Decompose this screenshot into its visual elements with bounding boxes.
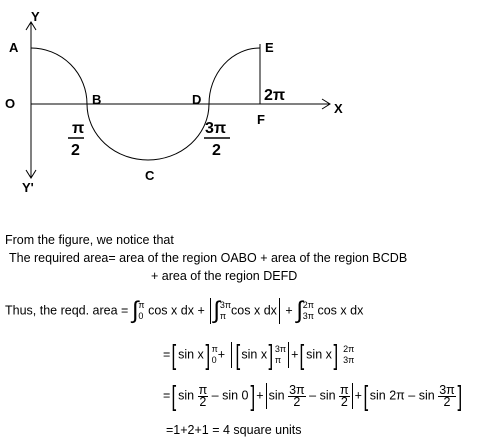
integrand-1: cos x dx	[148, 303, 194, 318]
sinx-3: sin x	[306, 347, 332, 362]
bracket-open-2: [	[235, 339, 240, 370]
plus-3: +	[217, 347, 226, 362]
tick-pi-num: π	[72, 120, 84, 137]
equation-line-result: =1+2+1 = 4 square units	[166, 423, 302, 437]
eq-3: =	[163, 388, 171, 403]
abs-bar-left-3	[265, 383, 267, 409]
abs-bar-right-2	[288, 342, 290, 368]
abs-bar-right	[278, 298, 280, 324]
label-x: X	[334, 101, 343, 116]
bracket-open-1: [	[171, 339, 177, 370]
label-d: D	[192, 92, 201, 107]
sin-4: sin	[418, 388, 435, 403]
cosine-figure: Y A O B C D E 2π F X Y' π 2 3π 2	[5, 9, 343, 195]
minus-1: –	[211, 388, 219, 403]
sin-2: sin	[268, 388, 285, 403]
tick-three-pi-den: 2	[212, 142, 221, 159]
sin-1: sin	[178, 388, 195, 403]
label-o: O	[5, 96, 15, 111]
tick-pi-den: 2	[71, 142, 80, 159]
plus-6: +	[354, 388, 362, 403]
minus-2: –	[309, 388, 317, 403]
bracket-close-3: ]	[333, 339, 339, 370]
sinx-2: sin x	[241, 347, 268, 362]
sinx-1: sin x	[178, 347, 204, 362]
eq-2: =	[163, 347, 171, 362]
y-axis-arrow-top	[25, 21, 37, 31]
bracket-open-5: [	[363, 380, 369, 411]
sin2pi: sin 2π	[369, 388, 405, 403]
integrand-2: cos x dx	[231, 303, 277, 318]
sin0: sin 0	[222, 388, 249, 403]
plus-1: +	[197, 303, 205, 318]
plus-2: +	[285, 303, 293, 318]
label-c: C	[145, 168, 155, 183]
sin-3: sin	[319, 388, 336, 403]
curve-arc-de	[208, 47, 261, 105]
curve-arc-ab	[30, 47, 88, 105]
curve-arc-bcd	[86, 103, 210, 161]
abs-bar-left	[210, 298, 212, 324]
label-two-pi: 2π	[264, 87, 285, 104]
label-e: E	[265, 40, 274, 55]
abs-bar-left-2	[230, 342, 232, 368]
abs-bar-right-3	[351, 383, 353, 409]
equation-lead: Thus, the reqd. area =	[5, 303, 129, 318]
text-line-1: From the figure, we notice that	[5, 233, 174, 247]
plus-4: +	[291, 347, 299, 362]
label-y-prime: Y'	[22, 180, 34, 195]
minus-3: –	[408, 388, 416, 403]
bracket-open-3: [	[299, 339, 305, 370]
bracket-close-2: ]	[268, 339, 274, 370]
text-line-3: + area of the region DEFD	[151, 269, 298, 283]
integral-2: ∫	[213, 297, 220, 324]
bracket-close-1: ]	[205, 339, 211, 370]
label-y: Y	[31, 9, 40, 24]
plus-5: +	[256, 388, 264, 403]
label-f: F	[257, 112, 265, 127]
tick-three-pi-num: 3π	[205, 120, 226, 137]
bracket-close-4: ]	[250, 380, 255, 411]
label-b: B	[92, 92, 101, 107]
integral-1: ∫	[131, 297, 139, 324]
integral-3: ∫	[296, 297, 303, 324]
bracket-close-5: ]	[457, 380, 462, 411]
bracket-open-4: [	[171, 380, 177, 411]
label-a: A	[9, 40, 19, 55]
y-axis-arrow-bottom	[25, 169, 37, 179]
text-line-2: The required area= area of the region OA…	[9, 251, 408, 265]
x-axis-arrow	[321, 98, 331, 110]
integrand-3: cos x dx	[317, 303, 364, 318]
